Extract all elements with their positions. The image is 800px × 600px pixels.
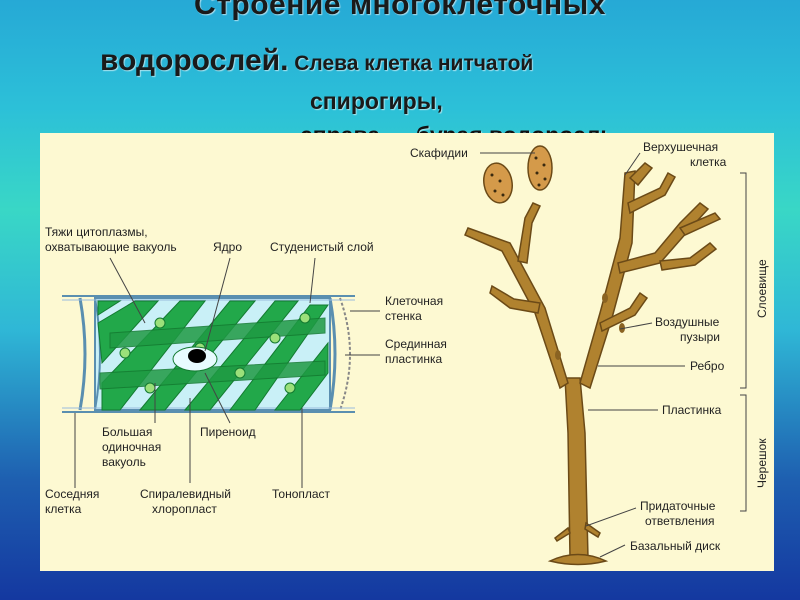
- title-big: водорослей.: [100, 44, 288, 77]
- slide-title-line1: Строение многоклеточных: [0, 0, 800, 22]
- label-pyrenoid: Пиреноид: [200, 425, 256, 439]
- spirogyra-cell: [62, 296, 355, 412]
- label-middle-lamella-2: пластинка: [385, 352, 443, 366]
- label-tonoplast: Тонопласт: [272, 487, 331, 501]
- basal-disc: [550, 555, 606, 565]
- label-blade: Пластинка: [662, 403, 722, 417]
- label-apical-2: клетка: [690, 155, 727, 169]
- label-air-bladders-2: пузыри: [680, 330, 720, 344]
- label-scaphidia: Скафидии: [410, 146, 468, 160]
- gel-layer-edge: [340, 298, 350, 410]
- label-accessory-2: ответвления: [645, 514, 715, 528]
- label-gel-layer: Студенистый слой: [270, 240, 374, 254]
- label-cell-wall-2: стенка: [385, 309, 422, 323]
- label-neighbor: Соседняя: [45, 487, 99, 501]
- label-air-bladders: Воздушные: [655, 315, 720, 329]
- label-neighbor-2: клетка: [45, 502, 82, 516]
- slide-title-line2: водорослей. Слева клетка нитчатой: [100, 44, 720, 78]
- left-cell-wall: [80, 298, 85, 410]
- nucleus: [188, 349, 206, 363]
- title-small: Слева клетка нитчатой: [288, 52, 533, 75]
- label-thallus: Слоевище: [755, 259, 769, 318]
- label-stalk: Черешок: [755, 438, 769, 488]
- label-vacuole: Большая: [102, 425, 152, 439]
- label-vacuole-2: одиночная: [102, 440, 161, 454]
- label-nucleus: Ядро: [213, 240, 242, 254]
- label-accessory: Придаточные: [640, 499, 716, 513]
- diagram-panel: Тяжи цитоплазмы, охватывающие вакуоль Яд…: [40, 133, 774, 571]
- scaphidia: [481, 146, 552, 205]
- label-chloroplast: Спиралевидный: [140, 487, 231, 501]
- slide-title-line3: спирогиры,: [310, 88, 610, 115]
- label-vacuole-3: вакуоль: [102, 455, 146, 469]
- label-basal-disc: Базальный диск: [630, 539, 721, 553]
- algae-diagram: Тяжи цитоплазмы, охватывающие вакуоль Яд…: [40, 133, 774, 571]
- label-middle-lamella: Срединная: [385, 337, 447, 351]
- label-apical: Верхушечная: [643, 140, 718, 154]
- label-strands-2: охватывающие вакуоль: [45, 240, 177, 254]
- label-rib: Ребро: [690, 359, 725, 373]
- label-cell-wall: Клеточная: [385, 294, 443, 308]
- label-chloroplast-2: хлоропласт: [152, 502, 217, 516]
- label-strands: Тяжи цитоплазмы,: [45, 225, 148, 239]
